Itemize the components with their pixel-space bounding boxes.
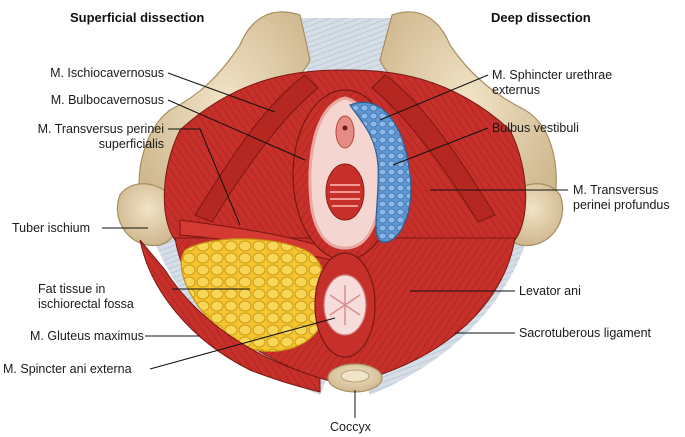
leader-transversus-superficialis [168,128,241,226]
ischiocavernosus-left [194,74,319,223]
leader-lines [102,72,568,418]
leader-sphincter-urethrae [379,74,489,121]
heading-superficial: Superficial dissection [70,10,205,25]
label-transversus-profundus-line2: perinei profundus [573,198,670,212]
label-sphincter-ani: M. Spincter ani externa [3,362,132,376]
urethral-orifice [335,115,355,149]
coccyx-inner [340,369,370,383]
label-transversus-profundus-line1: M. Transversus [573,183,659,197]
leader-sphincter-ani [149,317,336,370]
heading-deep: Deep dissection [491,10,591,25]
leader-ischiocavernosus [167,72,276,113]
label-gluteus-maximus: M. Gluteus maximus [30,329,144,343]
pubic-ligament [300,18,392,80]
label-coccyx: Coccyx [330,420,371,434]
label-transversus-superficialis-line1: M. Transversus perinei [37,122,164,136]
anal-folds [329,285,361,325]
label-sacrotuberous-ligament: Sacrotuberous ligament [519,326,652,340]
label-bulbocavernosus: M. Bulbocavernosus [50,93,164,107]
label-fat-tissue-line2: ischiorectal fossa [38,297,134,311]
label-sphincter-urethrae-line1: M. Sphincter urethrae [492,68,613,82]
label-tuber-ischium: Tuber ischium [12,221,91,235]
label-sphincter-urethrae-line2: externus [492,83,540,97]
label-bulbus-vestibuli: Bulbus vestibuli [492,121,579,135]
vaginal-rugae [330,184,360,207]
bulbus-vestibuli [349,101,412,243]
leader-bulbus-vestibuli [392,127,489,166]
gluteus-maximus [139,239,321,393]
label-fat-tissue-line1: Fat tissue in [38,282,106,296]
label-ischiocavernosus: M. Ischiocavernosus [50,66,164,80]
leader-bulbocavernosus [167,99,306,161]
label-transversus-superficialis-line2: superficialis [98,137,164,151]
label-levator-ani: Levator ani [519,284,581,298]
ischiocavernosus-right [371,74,496,223]
urethral-meatus [342,125,348,131]
